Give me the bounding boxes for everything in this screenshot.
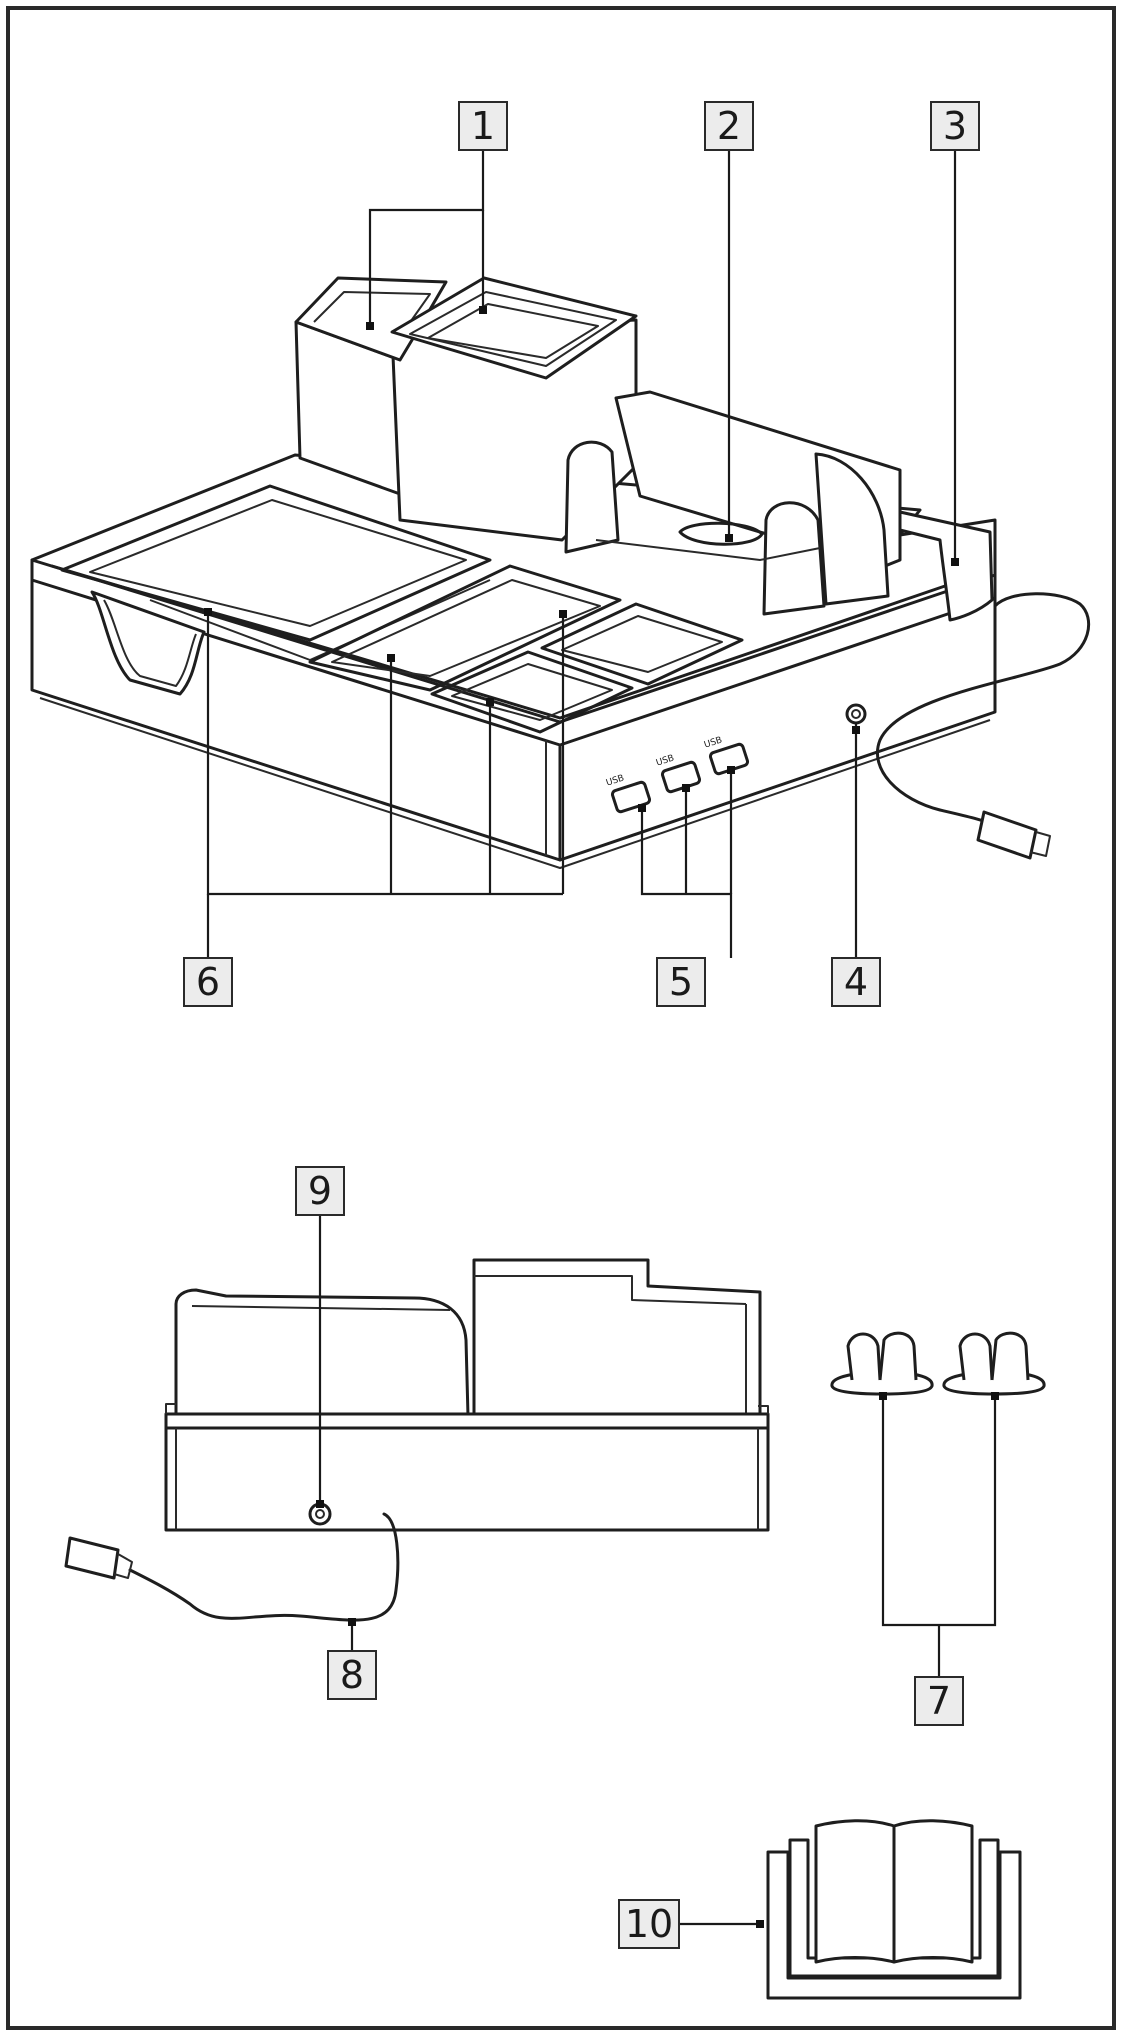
side-cradle-block [174,1288,470,1418]
tray-top-rim-inner [50,564,982,720]
callout-9: 9 [295,1166,345,1216]
leader-lines-middle [316,1216,356,1650]
manual-right-leaf [892,1819,974,1964]
callout-8: 8 [327,1650,377,1700]
organizer-base-drawing [30,276,1091,869]
leader-lines-top [204,150,959,958]
base-cable [876,592,1091,828]
callout-7: 7 [914,1676,964,1726]
compartment-small-back [540,602,744,686]
side-cable-plug [64,1536,120,1580]
side-cable [128,1512,400,1622]
callout-5: 5 [656,957,706,1007]
side-cup-block [472,1258,762,1420]
callout-6: 6 [183,957,233,1007]
manual-mid-page [788,1838,1000,1978]
manual-left-leaf [814,1819,896,1964]
tray-base-line [39,697,991,869]
cup-holder-right-top [390,276,638,380]
callout-10: 10 [618,1899,680,1949]
callout-2: 2 [704,101,754,151]
cradle-slot [678,521,764,546]
base-cable-plug [976,810,1038,860]
manual-drawing [766,1819,1022,2000]
left-notch [90,590,206,696]
diagram-frame [6,6,1116,2030]
cradle-end-post [814,452,890,606]
feet-drawing [830,1331,1046,1396]
callout-3: 3 [930,101,980,151]
manual-back-page [766,1850,1022,2000]
leader-lines-manual [680,1920,764,1928]
side-view-drawing [64,1258,770,1622]
callout-1: 1 [458,101,508,151]
compartment-small-front [430,650,634,734]
side-base [164,1412,770,1532]
cradle-right-post [762,501,826,616]
callout-4: 4 [831,957,881,1007]
leader-lines-feet [879,1392,999,1676]
cradle-left-post [564,440,620,554]
side-notch [898,510,994,622]
compartment-large [60,484,492,642]
